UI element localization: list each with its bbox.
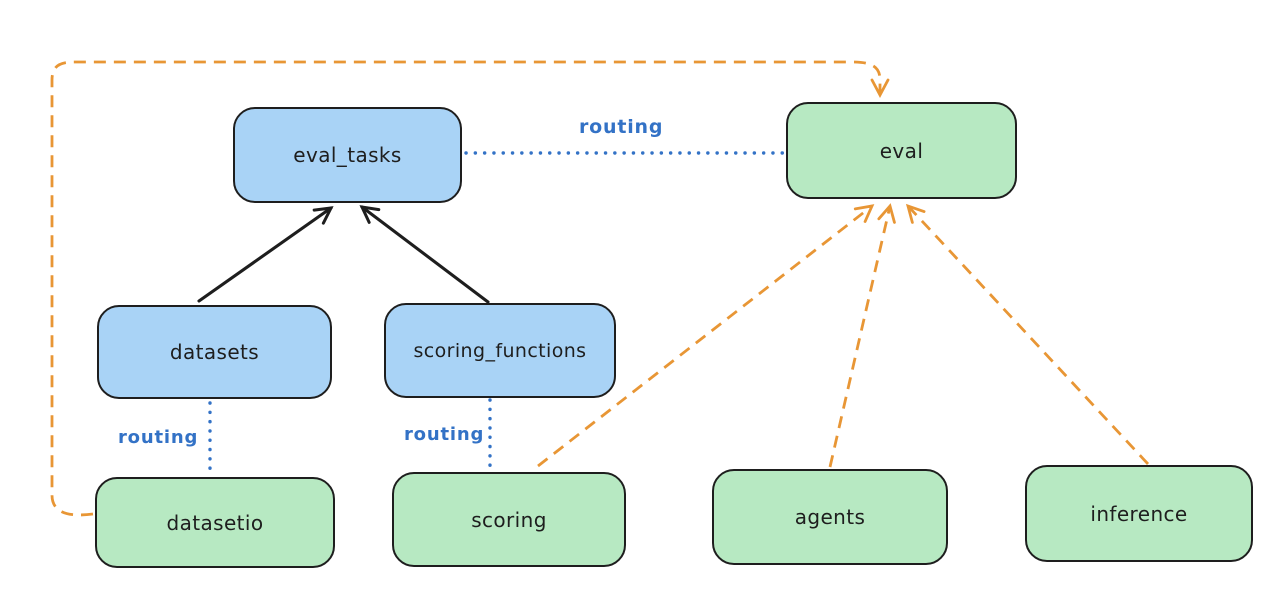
node-scoring: scoring: [392, 472, 626, 567]
node-datasets: datasets: [97, 305, 332, 399]
node-agents: agents: [712, 469, 948, 565]
node-scoring-functions-label: scoring_functions: [413, 339, 587, 362]
node-datasets-label: datasets: [169, 340, 260, 364]
edge-inference-to-eval: [905, 203, 1150, 465]
node-scoring-label: scoring: [471, 507, 547, 532]
node-eval-tasks: eval_tasks: [233, 107, 462, 203]
node-eval-label: eval: [879, 138, 924, 163]
node-inference-label: inference: [1090, 501, 1188, 526]
node-inference: inference: [1025, 465, 1253, 562]
edge-datasets-to-eval-tasks: [197, 206, 334, 303]
routing-label-scoring-functions-scoring: routing: [404, 424, 485, 445]
routing-label-eval-tasks-eval: routing: [579, 116, 664, 138]
node-eval: eval: [786, 102, 1017, 199]
node-eval-tasks-label: eval_tasks: [293, 143, 402, 167]
edge-datasetio-to-eval-loop: [50, 60, 890, 517]
node-scoring-functions: scoring_functions: [384, 303, 616, 398]
edge-scoring-to-eval: [537, 204, 875, 468]
edge-agents-to-eval: [828, 203, 896, 468]
routing-label-datasets-datasetio: routing: [118, 427, 199, 448]
node-agents-label: agents: [794, 505, 866, 529]
node-datasetio-label: datasetio: [166, 510, 264, 535]
node-datasetio: datasetio: [95, 477, 335, 568]
edge-scoring-functions-to-eval-tasks: [359, 205, 490, 304]
